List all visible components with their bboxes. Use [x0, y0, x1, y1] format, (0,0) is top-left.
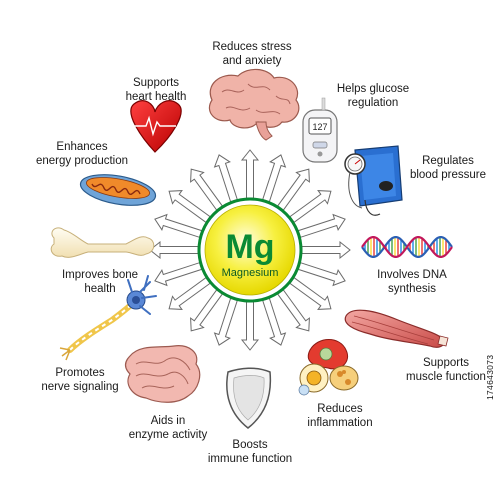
glucometer-reading: 127: [312, 122, 327, 132]
neuron-icon: [59, 275, 157, 361]
glucometer-icon: 127: [302, 97, 338, 163]
immune-cells-icon: [298, 339, 359, 396]
outward-arrow: [240, 149, 260, 199]
outward-arrow: [168, 277, 211, 310]
arrow-ring: [149, 149, 351, 351]
outward-arrow: [262, 297, 287, 346]
outward-arrow: [277, 168, 310, 211]
outward-arrow: [149, 240, 199, 260]
outward-arrow: [213, 297, 238, 346]
outward-arrow: [289, 190, 332, 224]
dna-helix-icon: [361, 236, 453, 258]
outward-arrow: [297, 213, 346, 238]
outward-arrow: [168, 190, 211, 224]
stock-image-id: 174643073: [485, 354, 495, 400]
bone-icon: [50, 227, 155, 258]
intestine-icon: [124, 345, 201, 403]
outward-arrow: [213, 154, 238, 203]
outward-arrow: [297, 262, 346, 287]
mitochondria-icon: [79, 174, 157, 206]
blood-pressure-monitor-icon: [344, 145, 403, 216]
outward-arrow: [289, 277, 332, 310]
outward-arrow: [301, 240, 351, 260]
heart-icon: [130, 100, 182, 153]
outward-arrow: [154, 213, 203, 238]
shield-icon: [226, 367, 272, 429]
outward-arrow: [240, 301, 260, 351]
outward-arrow: [154, 262, 203, 287]
outward-arrow: [190, 289, 224, 332]
outward-arrow: [277, 289, 310, 332]
magnesium-name: Magnesium: [222, 267, 279, 279]
brain-icon: [208, 68, 300, 141]
magnesium-symbol: Mg: [225, 228, 274, 266]
muscle-icon: [344, 309, 449, 348]
outward-arrow: [190, 168, 224, 211]
outward-arrow: [262, 154, 287, 203]
magnesium-circle: Mg Magnesium: [197, 197, 303, 303]
